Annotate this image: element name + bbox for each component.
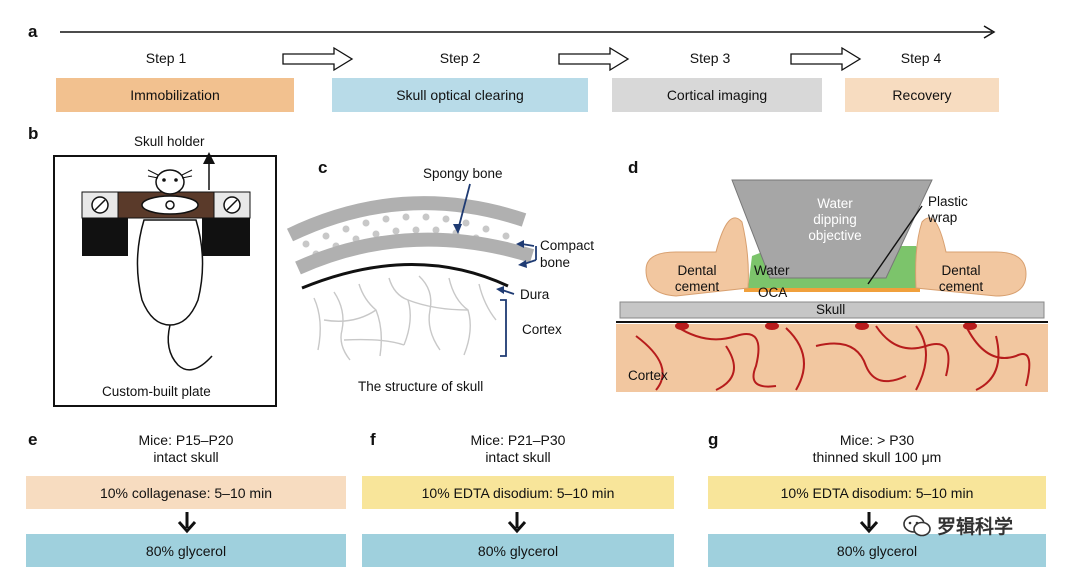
protocol-e-mice: Mice: P15–P20 bbox=[138, 432, 234, 448]
timeline-arrow bbox=[60, 25, 996, 39]
protocol-e-header: Mice: P15–P20 intact skull bbox=[26, 432, 346, 466]
skull-structure-caption: The structure of skull bbox=[358, 379, 484, 394]
step-2-bar: Skull optical clearing bbox=[332, 78, 588, 112]
step-1-label: Step 1 bbox=[145, 50, 187, 66]
step-4-bar-text: Recovery bbox=[892, 87, 952, 103]
dental-cement-right-1: Dental bbox=[941, 263, 981, 278]
watermark: 罗辑科学 bbox=[902, 512, 1013, 539]
skull-structure-illustration bbox=[286, 183, 537, 361]
objective-label-1: Water bbox=[817, 196, 853, 211]
step-arrow-1-icon bbox=[282, 46, 354, 72]
protocol-g-down-arrow-icon bbox=[859, 512, 879, 534]
dental-cement-left-label: Dental cement bbox=[662, 263, 732, 295]
protocol-e-skull: intact skull bbox=[153, 449, 219, 465]
dental-cement-left-2: cement bbox=[674, 279, 720, 294]
dental-cement-right-2: cement bbox=[938, 279, 984, 294]
protocol-g-step2-text: 80% glycerol bbox=[836, 542, 918, 559]
protocol-f-step2: 80% glycerol bbox=[362, 534, 674, 567]
step-4-label: Step 4 bbox=[900, 50, 942, 66]
step-3-bar-text: Cortical imaging bbox=[666, 87, 768, 103]
protocol-f-skull: intact skull bbox=[485, 449, 551, 465]
dental-cement-left-1: Dental bbox=[677, 263, 717, 278]
protocol-g-skull: thinned skull 100 μm bbox=[812, 449, 942, 465]
step-1-bar: Immobilization bbox=[56, 78, 294, 112]
mouse-plate-illustration bbox=[53, 152, 277, 407]
step-1-bar-text: Immobilization bbox=[130, 87, 220, 103]
skull-label: Skull bbox=[816, 302, 846, 317]
panel-a-letter: a bbox=[28, 22, 38, 41]
protocol-e-down-arrow-icon bbox=[177, 512, 197, 534]
compact-bone-label-1: Compact bbox=[540, 238, 595, 253]
dura-label: Dura bbox=[520, 287, 550, 302]
step-2-label: Step 2 bbox=[439, 50, 481, 66]
compact-bone-label-2: bone bbox=[540, 255, 571, 270]
panel-c-letter: c bbox=[318, 158, 328, 177]
protocol-f-down-arrow-icon bbox=[507, 512, 527, 534]
cortex-label-d: Cortex bbox=[628, 368, 668, 383]
protocol-e-step2-text: 80% glycerol bbox=[145, 542, 227, 559]
step-arrow-2-icon bbox=[558, 46, 630, 72]
protocol-f-step2-text: 80% glycerol bbox=[477, 542, 559, 559]
step-2-bar-text: Skull optical clearing bbox=[396, 87, 524, 103]
objective-label-2: dipping bbox=[813, 212, 857, 227]
protocol-e-step2: 80% glycerol bbox=[26, 534, 346, 567]
skull-holder-label: Skull holder bbox=[134, 134, 205, 149]
plastic-wrap-label-1: Plastic bbox=[928, 194, 968, 209]
custom-plate-label: Custom-built plate bbox=[102, 384, 211, 399]
step-4-bar: Recovery bbox=[845, 78, 999, 112]
protocol-f-step1-text: 10% EDTA disodium: 5–10 min bbox=[421, 484, 615, 501]
panel-g-letter: g bbox=[708, 430, 719, 449]
protocol-f-step1: 10% EDTA disodium: 5–10 min bbox=[362, 476, 674, 509]
watermark-text: 罗辑科学 bbox=[937, 517, 1014, 538]
objective-label: Water dipping objective bbox=[790, 196, 880, 244]
step-arrow-3-icon bbox=[790, 46, 862, 72]
protocol-g-step2: 80% glycerol bbox=[708, 534, 1046, 567]
objective-label-3: objective bbox=[808, 228, 862, 243]
panel-e-letter: e bbox=[28, 430, 38, 449]
step-3-label: Step 3 bbox=[689, 50, 731, 66]
protocol-e-step1-text: 10% collagenase: 5–10 min bbox=[99, 484, 272, 501]
oca-label: OCA bbox=[758, 285, 788, 300]
protocol-g-step1-text: 10% EDTA disodium: 5–10 min bbox=[780, 484, 974, 501]
protocol-e-step1: 10% collagenase: 5–10 min bbox=[26, 476, 346, 509]
protocol-f-header: Mice: P21–P30 intact skull bbox=[362, 432, 674, 466]
panel-f-letter: f bbox=[370, 430, 376, 449]
plastic-wrap-label: Plastic wrap bbox=[928, 194, 968, 226]
panel-d-letter: d bbox=[628, 158, 639, 177]
spongy-bone-label: Spongy bone bbox=[423, 166, 503, 181]
wechat-icon bbox=[903, 514, 931, 536]
panel-b-letter: b bbox=[28, 124, 39, 143]
protocol-f-mice: Mice: P21–P30 bbox=[470, 432, 566, 448]
protocol-g-step1: 10% EDTA disodium: 5–10 min bbox=[708, 476, 1046, 509]
dental-cement-right-label: Dental cement bbox=[926, 263, 996, 295]
protocol-g-header: Mice: > P30 thinned skull 100 μm bbox=[708, 432, 1046, 466]
imaging-setup-illustration bbox=[616, 179, 1048, 392]
step-3-bar: Cortical imaging bbox=[612, 78, 822, 112]
water-label: Water bbox=[754, 263, 790, 278]
protocol-g-mice: Mice: > P30 bbox=[839, 432, 915, 448]
cortex-label-c: Cortex bbox=[522, 322, 562, 337]
plastic-wrap-label-2: wrap bbox=[928, 210, 958, 225]
